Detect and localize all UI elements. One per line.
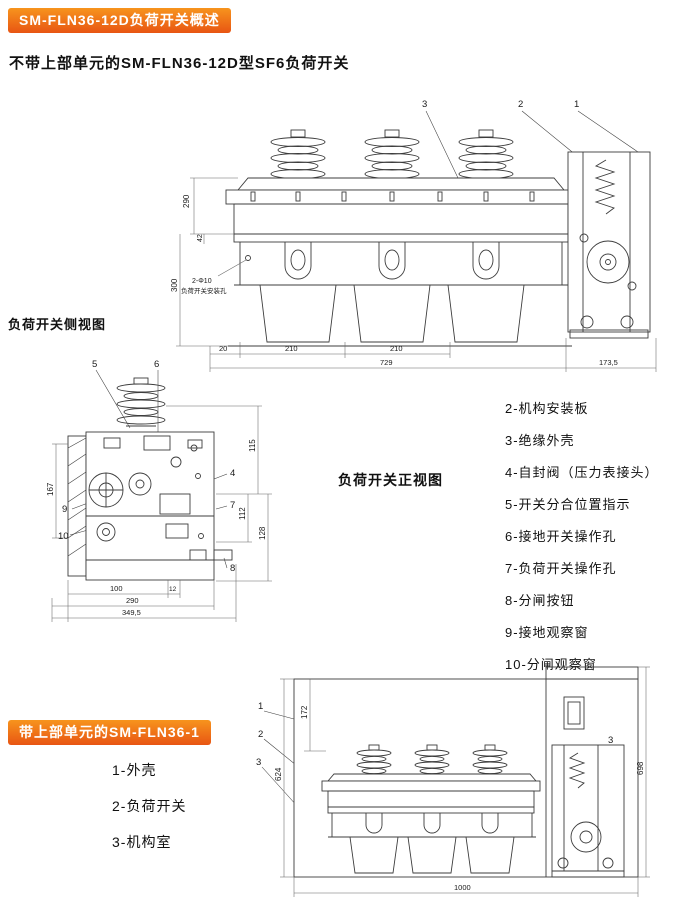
- dim-290: 290: [182, 194, 191, 208]
- dim-290b: 290: [126, 596, 139, 605]
- dim-115: 115: [248, 439, 257, 452]
- dim-300: 300: [170, 278, 179, 292]
- dim-hole: 2-Φ10: [192, 278, 212, 285]
- front-view-drawing: 3 2 1 290 42 300 2-Φ10 负荷开关安装孔 20 210 21…: [170, 99, 657, 372]
- dim-hole-note: 负荷开关安装孔: [181, 286, 227, 295]
- dim-128: 128: [258, 526, 267, 540]
- dim-12: 12: [169, 586, 177, 593]
- insulator-3: [458, 129, 514, 179]
- unit-legend: 1-外壳 2-负荷开关 3-机构室: [112, 760, 186, 868]
- section1-title-badge: SM-FLN36-12D负荷开关概述: [8, 8, 231, 33]
- unit-switch: [321, 744, 541, 874]
- side-view-dim-lines: [51, 405, 272, 622]
- legend-item: 1-外壳: [112, 762, 157, 778]
- side-callout-9: 9: [62, 504, 67, 515]
- unit-mechanism: [551, 744, 625, 878]
- legend-item: 3-机构室: [112, 834, 172, 850]
- legend-item: 10-分闸观察窗: [505, 657, 597, 672]
- side-callout-6: 6: [154, 359, 159, 370]
- dim-112: 112: [238, 507, 247, 520]
- dim-210b: 210: [390, 344, 403, 353]
- cabinet: [293, 666, 639, 878]
- side-callout-8: 8: [230, 563, 235, 574]
- legend-item: 4-自封阀（压力表接头）: [505, 465, 659, 480]
- dim-729: 729: [380, 358, 393, 367]
- side-callout-10: 10: [58, 531, 69, 542]
- legend-item: 7-负荷开关操作孔: [505, 561, 617, 576]
- section1-header: SM-FLN36-12D负荷开关概述: [8, 8, 231, 33]
- legend-item: 3-绝缘外壳: [505, 433, 575, 448]
- unit-view-dim-lines: [280, 666, 650, 897]
- unit-callout-2: 2: [258, 729, 263, 740]
- unit-callout-3-left: 3: [256, 757, 261, 768]
- legend-item: 2-负荷开关: [112, 798, 187, 814]
- front-callout-3: 3: [422, 99, 427, 110]
- legend-item: 5-开关分合位置指示: [505, 497, 631, 512]
- dim-20: 20: [219, 344, 227, 353]
- front-callout-2: 2: [518, 99, 523, 110]
- section1-subtitle: 不带上部单元的SM-FLN36-12D型SF6负荷开关: [9, 55, 350, 72]
- legend-item: 9-接地观察窗: [505, 625, 589, 640]
- dim-624: 624: [274, 767, 283, 781]
- dim-42: 42: [197, 234, 204, 242]
- section2-title-badge: 带上部单元的SM-FLN36-1: [8, 720, 211, 745]
- unit-view-drawing: 1 2 3 3 172 624 698 1000: [256, 666, 650, 897]
- trip-button: [213, 549, 233, 561]
- side-callout-7: 7: [230, 500, 235, 511]
- front-view-dim-lines: [176, 177, 657, 372]
- tank-body: [225, 177, 577, 347]
- legend-item: 2-机构安装板: [505, 401, 589, 416]
- dim-349_5: 349,5: [122, 608, 141, 617]
- legend-item: 6-接地开关操作孔: [505, 529, 617, 544]
- unit-callout-3-right: 3: [608, 735, 613, 746]
- side-callout-4: 4: [230, 468, 235, 479]
- insulator-1: [270, 129, 326, 179]
- side-view-label: 负荷开关侧视图: [8, 317, 107, 332]
- section2-header: 带上部单元的SM-FLN36-1: [8, 720, 211, 745]
- spring: [594, 159, 616, 215]
- dim-167: 167: [46, 482, 55, 496]
- insulator-2: [364, 129, 420, 179]
- dim-100: 100: [110, 584, 123, 593]
- front-view-label: 负荷开关正视图: [338, 472, 443, 488]
- dim-698: 698: [636, 761, 645, 775]
- side-view-drawing: 5 6 9 10 4 7 8 167 115 112 128 100 12 29…: [46, 359, 272, 622]
- side-insulator: [116, 377, 166, 427]
- dim-210a: 210: [285, 344, 298, 353]
- side-callout-5: 5: [92, 359, 97, 370]
- parts-legend: 2-机构安装板 3-绝缘外壳 4-自封阀（压力表接头） 5-开关分合位置指示 6…: [505, 398, 659, 686]
- side-body: [67, 431, 233, 581]
- legend-item: 8-分闸按钮: [505, 593, 575, 608]
- dim-173_5: 173,5: [599, 358, 618, 367]
- mechanism-assembly: [567, 151, 651, 339]
- unit-callout-1: 1: [258, 701, 263, 712]
- front-callout-1: 1: [574, 99, 579, 110]
- dim-1000: 1000: [454, 883, 471, 892]
- dim-172: 172: [300, 705, 309, 719]
